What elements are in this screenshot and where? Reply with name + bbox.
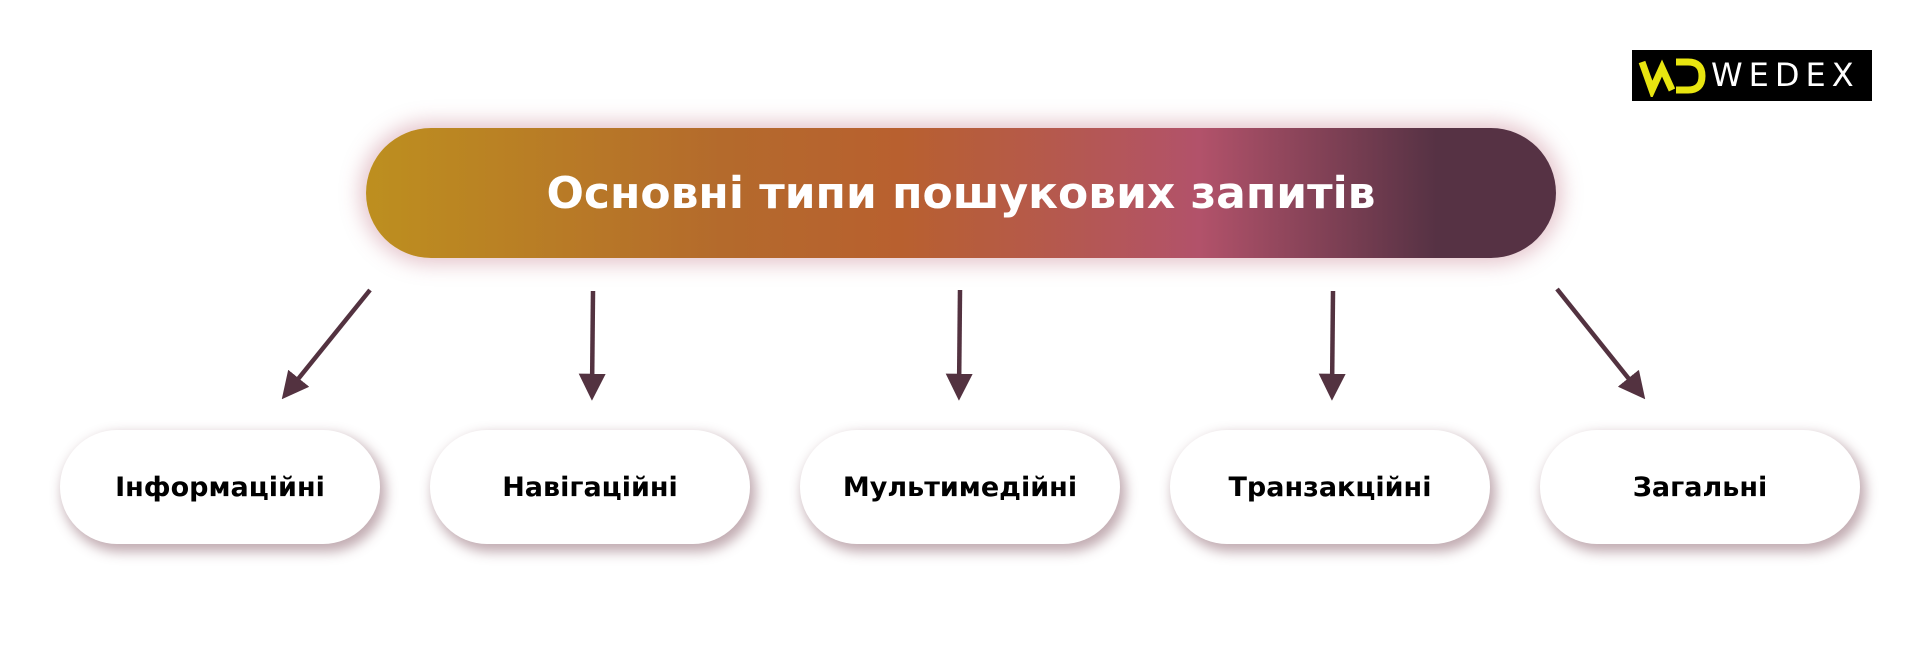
node-label: Транзакційні (1228, 471, 1432, 503)
node-multimedia: Мультимедійні (800, 430, 1120, 544)
node-label: Інформаційні (115, 471, 325, 503)
arrow-to-node-3 (945, 289, 973, 401)
diagram-title-pill: Основні типи пошукових запитів (366, 128, 1556, 258)
arrow-to-node-2 (578, 290, 606, 401)
node-navigational: Навігаційні (430, 430, 750, 544)
node-informational: Інформаційні (60, 430, 380, 544)
node-label: Мультимедійні (842, 471, 1078, 503)
arrow-to-node-4 (1318, 290, 1346, 401)
diagram-title: Основні типи пошукових запитів (546, 167, 1376, 219)
wedex-logo-mark-icon (1638, 58, 1706, 97)
arrow-to-node-1 (281, 288, 372, 400)
node-transactional: Транзакційні (1170, 430, 1490, 544)
wedex-logo: WEDEX (1632, 50, 1872, 101)
node-general: Загальні (1540, 430, 1860, 544)
arrow-to-node-5 (1555, 287, 1646, 400)
node-label: Навігаційні (502, 471, 678, 503)
node-label: Загальні (1632, 471, 1768, 503)
logo-text: WEDEX (1711, 56, 1860, 94)
